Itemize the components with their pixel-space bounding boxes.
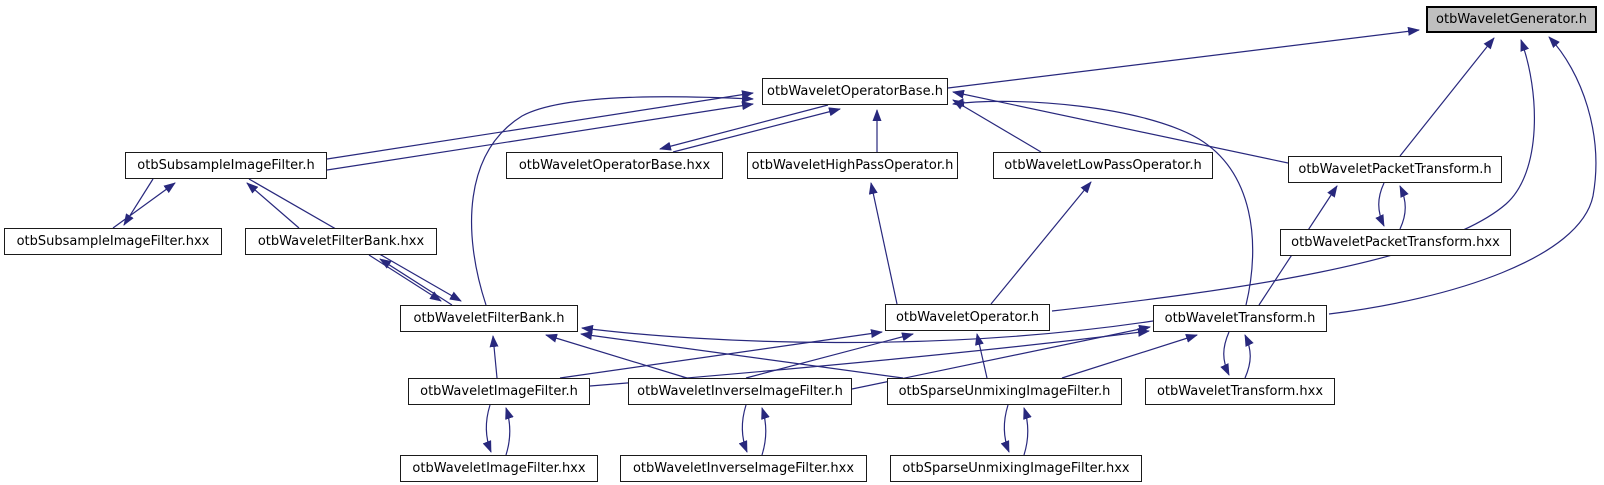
graph-node-otbWaveletGenerator-h[interactable]: otbWaveletGenerator.h [1426, 6, 1597, 33]
edge-opbasehxx-to-opbase [672, 107, 841, 153]
edge-wiifh-to-oph [745, 332, 914, 379]
graph-node-otbSubsampleImageFilter-h[interactable]: otbSubsampleImageFilter.h [125, 152, 327, 179]
graph-node-otbWaveletOperator-h[interactable]: otbWaveletOperator.h [885, 304, 1050, 331]
edge-wifh-to-fbh [489, 335, 499, 379]
edge-oph-to-gen [1051, 39, 1536, 312]
edge-subh-to-opbase [326, 101, 754, 171]
graph-node-otbWaveletHighPassOperator-h[interactable]: otbWaveletHighPassOperator.h [747, 152, 958, 179]
graph-node-otbWaveletImageFilter-hxx[interactable]: otbWaveletImageFilter.hxx [400, 455, 598, 482]
edge-packeth-to-gen [1399, 37, 1495, 157]
graph-node-otbSparseUnmixingImageFilter-h[interactable]: otbSparseUnmixingImageFilter.h [887, 378, 1122, 405]
edge-fbhxx-to-fbh [368, 254, 442, 302]
edge-sparseh-to-sparsehxx [1000, 404, 1010, 453]
graph-node-otbWaveletFilterBank-hxx[interactable]: otbWaveletFilterBank.hxx [245, 228, 437, 255]
edge-sparseh-to-trh [1061, 334, 1198, 379]
edge-opbase-to-opbasehxx [659, 104, 829, 151]
edge-oph-to-highpass [868, 182, 898, 305]
edge-fbh-to-opbase [470, 93, 754, 306]
edge-packeth-to-opbase [952, 89, 1289, 164]
graph-node-otbWaveletImageFilter-h[interactable]: otbWaveletImageFilter.h [408, 378, 590, 405]
graph-node-otbWaveletOperatorBase-hxx[interactable]: otbWaveletOperatorBase.hxx [506, 152, 723, 179]
graph-node-otbSparseUnmixingImageFilter-hxx[interactable]: otbSparseUnmixingImageFilter.hxx [890, 455, 1142, 482]
edge-wiifh-to-wiifhxx [738, 404, 748, 453]
edge-wifhxx-to-wifh [505, 407, 514, 456]
graph-node-otbWaveletInverseImageFilter-h[interactable]: otbWaveletInverseImageFilter.h [628, 378, 852, 405]
graph-node-otbWaveletLowPassOperator-h[interactable]: otbWaveletLowPassOperator.h [993, 152, 1213, 179]
edge-subh-to-subhxx [123, 178, 154, 226]
edge-trh-to-trhxx [1220, 331, 1230, 376]
graph-node-otbWaveletInverseImageFilter-hxx[interactable]: otbWaveletInverseImageFilter.hxx [620, 455, 867, 482]
edge-subhxx-to-subh [112, 182, 176, 229]
edge-trh-to-opbase [952, 98, 1254, 306]
edge-trh-to-fbh [581, 320, 1154, 344]
edge-packethxx-to-packeth [1399, 185, 1409, 230]
graph-node-otbSubsampleImageFilter-hxx[interactable]: otbSubsampleImageFilter.hxx [4, 228, 222, 255]
edge-sparseh-to-oph [975, 333, 988, 379]
edge-fbhxx-to-subh [246, 182, 300, 229]
edge-packeth-to-packethxx [1375, 182, 1385, 227]
graph-node-otbWaveletTransform-hxx[interactable]: otbWaveletTransform.hxx [1145, 378, 1335, 405]
graph-node-otbWaveletOperatorBase-h[interactable]: otbWaveletOperatorBase.h [762, 78, 948, 105]
edge-wifh-to-oph [559, 329, 883, 379]
edge-subh-to-opbase [326, 90, 754, 160]
edge-wiifh-to-fbh [545, 333, 688, 379]
graph-node-otbWaveletTransform-h[interactable]: otbWaveletTransform.h [1153, 305, 1327, 332]
edge-oph-to-lowpass [990, 181, 1092, 305]
edge-lowpass-to-opbase [952, 99, 1042, 153]
edge-fbh-to-fbhxx [379, 258, 453, 306]
graph-node-otbWaveletPacketTransform-hxx[interactable]: otbWaveletPacketTransform.hxx [1280, 229, 1511, 256]
edge-wifh-to-wifhxx [482, 404, 492, 453]
edge-sparsehxx-to-sparseh [1023, 407, 1032, 456]
edge-trhxx-to-trh [1244, 334, 1254, 379]
edge-opbase-to-gen [947, 26, 1420, 89]
edge-sparseh-to-fbh [580, 331, 904, 379]
graph-node-otbWaveletFilterBank-h[interactable]: otbWaveletFilterBank.h [400, 305, 578, 332]
graph-node-otbWaveletPacketTransform-h[interactable]: otbWaveletPacketTransform.h [1288, 156, 1502, 183]
edge-trh-to-gen [1328, 36, 1597, 315]
edge-wiifhxx-to-wiifh [761, 407, 770, 456]
